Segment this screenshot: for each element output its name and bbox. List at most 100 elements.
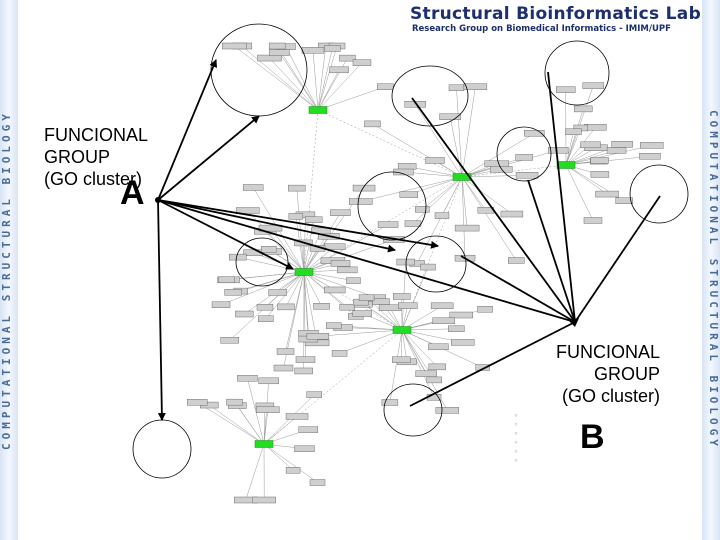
group-b-letter: B xyxy=(580,418,605,456)
network-edge xyxy=(401,329,403,360)
network-edge xyxy=(265,231,305,273)
protein-node xyxy=(475,364,490,371)
network-edge xyxy=(247,378,265,445)
protein-node xyxy=(392,356,411,363)
protein-node xyxy=(236,207,260,214)
lab-title: Structural Bioinformatics Lab xyxy=(410,4,702,24)
network-edge xyxy=(317,45,327,111)
protein-node xyxy=(329,66,349,74)
protein-node xyxy=(268,289,287,296)
hub-link xyxy=(317,109,463,178)
network-edge xyxy=(285,46,319,111)
group-b-line-3: (GO cluster) xyxy=(561,386,660,406)
protein-node xyxy=(220,337,239,344)
right-decorative-sidebar: COMPUTATIONAL STRUCTURAL BIOLOGY xyxy=(702,0,720,540)
protein-node xyxy=(448,325,465,332)
protein-node xyxy=(451,339,475,346)
network-edge xyxy=(285,271,305,352)
protein-node xyxy=(313,303,330,310)
protein-node xyxy=(463,83,488,90)
protein-node xyxy=(399,191,419,198)
network-edge xyxy=(197,402,265,445)
arrow-from-group-a xyxy=(157,199,294,270)
protein-node xyxy=(294,445,315,452)
protein-node xyxy=(574,105,593,113)
protein-node xyxy=(583,217,603,224)
protein-node xyxy=(252,496,276,504)
vertical-tick-marks: ◦◦◦◦◦◦ xyxy=(514,412,519,465)
protein-node xyxy=(352,184,376,192)
protein-node xyxy=(301,47,325,54)
protein-node xyxy=(590,157,609,164)
arrow-from-group-a xyxy=(157,199,439,249)
group-a-line-2: GROUP xyxy=(44,147,111,167)
protein-node xyxy=(235,310,254,318)
group-a-letter: A xyxy=(120,174,145,212)
hub-node xyxy=(308,106,328,114)
network-edge xyxy=(303,224,389,273)
network-edge xyxy=(317,62,363,111)
network-edge xyxy=(461,176,517,261)
network-edge xyxy=(412,176,463,224)
network-edge xyxy=(461,150,559,178)
network-edge xyxy=(339,329,403,354)
network-edge xyxy=(565,164,594,221)
protein-node xyxy=(218,276,235,284)
protein-node xyxy=(430,302,454,310)
protein-node xyxy=(415,206,430,213)
protein-node xyxy=(229,253,247,261)
group-a-line-3: (GO cluster) xyxy=(44,169,143,189)
protein-node xyxy=(256,406,280,413)
network-edge xyxy=(565,131,574,166)
network-edge xyxy=(269,57,319,111)
arrow-to-group-b xyxy=(460,255,576,323)
protein-node xyxy=(547,147,569,154)
protein-node xyxy=(420,263,436,271)
group-b-line-1: FUNCIONAL xyxy=(555,342,660,362)
protein-node xyxy=(306,391,322,398)
network-edge xyxy=(317,69,340,111)
protein-node xyxy=(500,210,524,218)
protein-node xyxy=(595,190,619,198)
network-edge xyxy=(303,271,322,307)
hub-node xyxy=(392,326,412,334)
protein-node xyxy=(330,209,351,216)
arrow-from-group-a xyxy=(157,59,218,201)
group-b-line-2: GROUP xyxy=(593,364,660,384)
protein-node xyxy=(582,82,605,89)
functional-group-a-label: FUNCIONAL GROUP (GO cluster) xyxy=(44,124,148,190)
protein-node xyxy=(258,377,279,385)
network-edge xyxy=(263,443,318,483)
protein-node xyxy=(515,154,533,161)
cluster-circle xyxy=(357,171,427,241)
protein-node xyxy=(304,216,323,223)
protein-node xyxy=(404,220,422,227)
network-edge xyxy=(303,271,309,340)
protein-node xyxy=(226,398,243,406)
arrow-to-group-b xyxy=(411,97,576,323)
network-edge xyxy=(456,87,463,178)
network-edge xyxy=(401,329,435,398)
network-edge xyxy=(209,404,265,445)
protein-node xyxy=(309,479,326,486)
protein-node xyxy=(590,171,610,178)
network-edge xyxy=(401,305,443,331)
right-sidebar-text: COMPUTATIONAL STRUCTURAL BIOLOGY xyxy=(707,110,720,450)
protein-node xyxy=(211,301,231,308)
protein-node xyxy=(425,157,445,164)
protein-node xyxy=(428,343,449,350)
protein-node xyxy=(415,370,437,377)
protein-node xyxy=(393,293,411,300)
protein-node xyxy=(524,130,545,137)
network-edge xyxy=(245,443,265,501)
network-edge xyxy=(461,176,513,215)
hub-node xyxy=(452,173,472,181)
protein-node xyxy=(288,213,304,220)
functional-group-b-label: FUNCIONAL GROUP (GO cluster) xyxy=(530,341,660,407)
group-a-line-1: FUNCIONAL xyxy=(44,125,149,145)
protein-node xyxy=(556,86,576,93)
network-edge xyxy=(401,329,438,368)
network-edge xyxy=(389,329,403,403)
network-edge xyxy=(303,271,377,299)
